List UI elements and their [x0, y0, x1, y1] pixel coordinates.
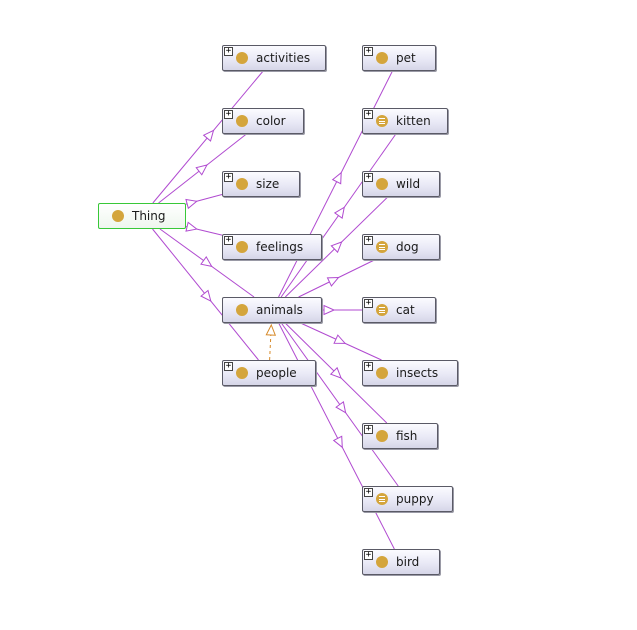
arrowhead	[323, 304, 336, 316]
node-size[interactable]: + size	[222, 171, 300, 197]
arrowhead	[329, 366, 342, 379]
expand-icon[interactable]: +	[224, 172, 233, 182]
arrowhead	[202, 129, 215, 142]
defined-class-icon	[376, 115, 388, 127]
arrowhead	[185, 198, 198, 210]
expand-icon[interactable]: +	[364, 109, 373, 119]
expand-icon[interactable]: +	[364, 46, 373, 56]
arrowhead	[335, 401, 347, 414]
node-label: dog	[396, 240, 419, 254]
expand-icon[interactable]: +	[364, 487, 373, 497]
arrowhead	[185, 221, 198, 232]
expand-icon[interactable]: +	[364, 298, 373, 308]
defined-class-icon	[376, 241, 388, 253]
arrowhead	[333, 206, 345, 219]
class-circle-icon	[376, 178, 388, 190]
node-bird[interactable]: + bird	[362, 549, 440, 575]
node-label: kitten	[396, 114, 431, 128]
arrowhead	[326, 277, 340, 287]
node-label: bird	[396, 555, 420, 569]
expand-icon[interactable]: +	[224, 361, 233, 371]
node-label: feelings	[256, 240, 304, 254]
node-label: people	[256, 366, 297, 380]
node-pet[interactable]: + pet	[362, 45, 436, 71]
edge-thing-animals	[159, 228, 255, 298]
edge-animals-fish	[284, 322, 388, 424]
class-circle-icon	[236, 241, 248, 253]
edge-thing-activities	[152, 70, 264, 204]
edge-animals-kitten	[280, 133, 397, 298]
defined-class-icon	[376, 304, 388, 316]
class-circle-icon	[376, 430, 388, 442]
expand-icon[interactable]: +	[224, 109, 233, 119]
arrowhead	[330, 241, 343, 254]
node-fish[interactable]: + fish	[362, 423, 438, 449]
edge-thing-feelings	[185, 221, 223, 236]
class-circle-icon	[236, 178, 248, 190]
node-activities[interactable]: + activities	[222, 45, 326, 71]
node-feelings[interactable]: + feelings	[222, 234, 322, 260]
node-animals[interactable]: animals	[222, 297, 322, 323]
node-label: fish	[396, 429, 418, 443]
expand-icon[interactable]: +	[224, 235, 233, 245]
edge-animals-insects	[300, 322, 382, 361]
node-color[interactable]: + color	[222, 108, 304, 134]
node-label: Thing	[132, 209, 166, 223]
node-label: cat	[396, 303, 415, 317]
expand-icon[interactable]: +	[224, 46, 233, 56]
arrowhead	[195, 164, 208, 176]
edge-animals-cat	[322, 304, 362, 316]
node-kitten[interactable]: + kitten	[362, 108, 448, 134]
node-thing[interactable]: Thing	[98, 203, 186, 229]
arrowhead	[200, 289, 212, 302]
node-label: activities	[256, 51, 311, 65]
arrowhead	[332, 435, 343, 449]
expand-icon[interactable]: +	[364, 235, 373, 245]
expand-icon[interactable]: +	[364, 424, 373, 434]
node-label: size	[256, 177, 280, 191]
edge-animals-puppy	[280, 322, 399, 487]
edge-animals-dog	[298, 259, 375, 298]
node-people[interactable]: + people	[222, 360, 316, 386]
class-circle-icon	[112, 210, 124, 222]
arrowhead	[331, 171, 342, 185]
node-label: puppy	[396, 492, 434, 506]
class-circle-icon	[376, 52, 388, 64]
node-label: insects	[396, 366, 439, 380]
node-cat[interactable]: + cat	[362, 297, 436, 323]
expand-icon[interactable]: +	[364, 361, 373, 371]
edge-people-animals	[265, 322, 277, 361]
node-insects[interactable]: + insects	[362, 360, 458, 386]
defined-class-icon	[376, 493, 388, 505]
class-circle-icon	[236, 115, 248, 127]
edge-thing-color	[158, 133, 247, 204]
node-label: color	[256, 114, 286, 128]
expand-icon[interactable]: +	[364, 172, 373, 182]
edge-animals-wild	[284, 196, 389, 298]
class-circle-icon	[236, 52, 248, 64]
expand-icon[interactable]: +	[364, 550, 373, 560]
node-label: animals	[256, 303, 303, 317]
edge-thing-people	[152, 228, 259, 361]
node-dog[interactable]: + dog	[362, 234, 440, 260]
node-label: wild	[396, 177, 421, 191]
class-circle-icon	[376, 367, 388, 379]
class-circle-icon	[236, 367, 248, 379]
node-label: pet	[396, 51, 416, 65]
edge-thing-size	[185, 194, 223, 210]
arrowhead	[200, 255, 213, 268]
node-puppy[interactable]: + puppy	[362, 486, 453, 512]
node-wild[interactable]: + wild	[362, 171, 440, 197]
class-circle-icon	[376, 556, 388, 568]
arrowhead	[333, 334, 347, 344]
arrowhead	[265, 323, 277, 336]
class-circle-icon	[236, 304, 248, 316]
